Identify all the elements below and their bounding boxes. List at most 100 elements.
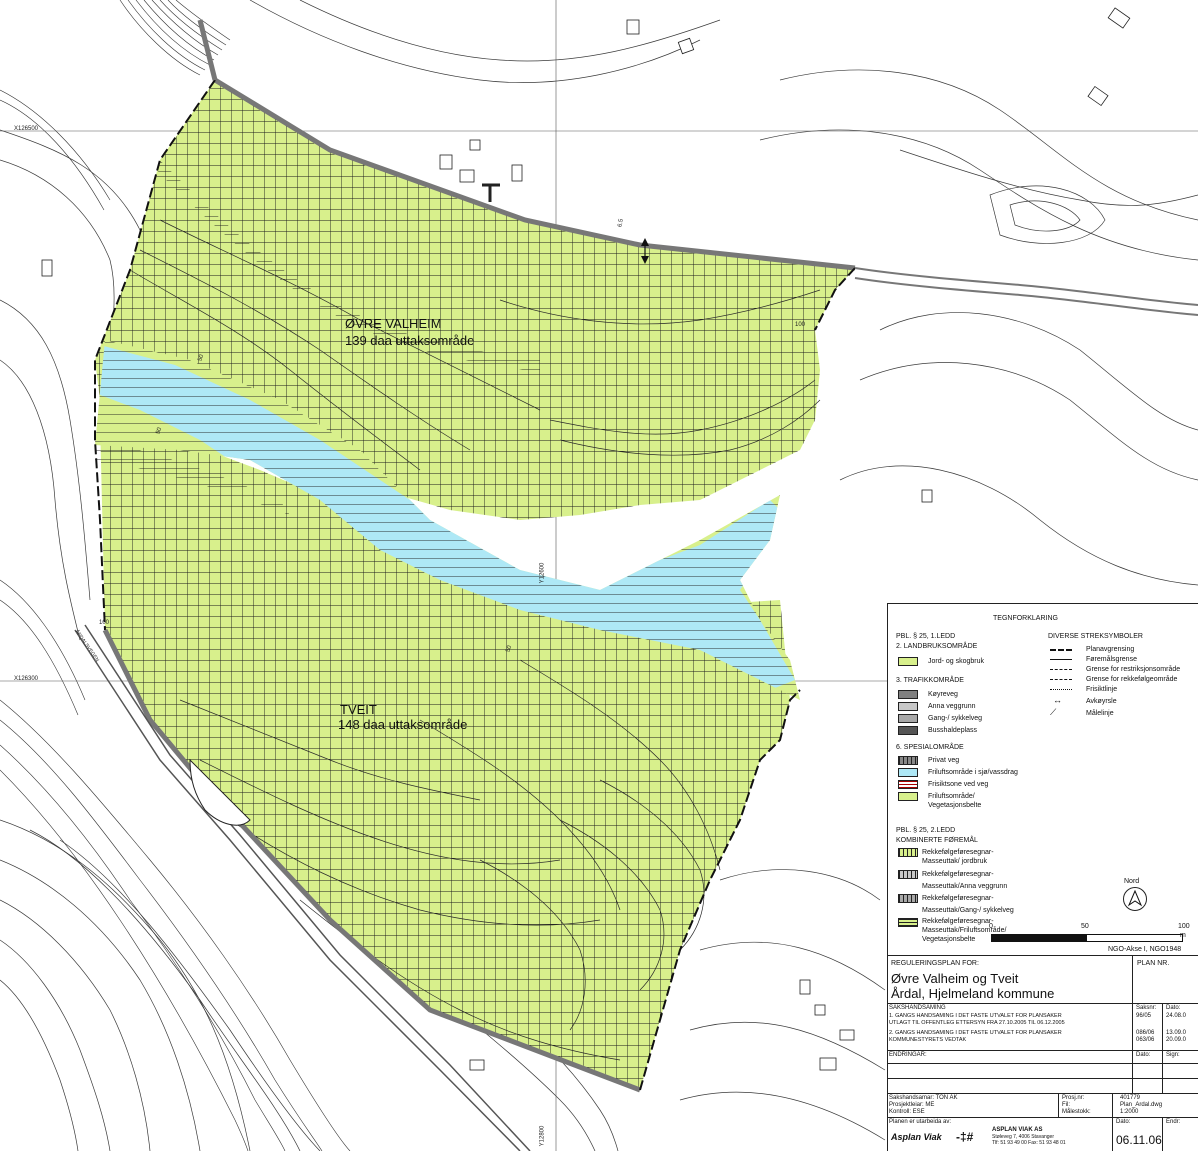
legend-group-title: DIVERSE STREKSYMBOLER xyxy=(1048,633,1143,640)
title-block-divider xyxy=(887,1003,1198,1004)
legend-title: TEGNFORKLARING xyxy=(993,615,1058,622)
legend-item: Masseuttak/Anna veggrunn xyxy=(922,883,1008,890)
process-nr: 96/05 xyxy=(1136,1013,1152,1019)
legend-item: Køyreveg xyxy=(928,691,958,698)
scale-label: 0 xyxy=(989,923,993,930)
area-size-tveit: 148 daa uttaksområde xyxy=(338,717,468,732)
area-name-tveit: TVEIT xyxy=(340,702,377,717)
kontroll: Kontroll: ESE xyxy=(889,1109,925,1115)
divider xyxy=(1162,1063,1163,1093)
title-block-divider xyxy=(887,1117,1198,1118)
legend-swatch xyxy=(898,780,918,789)
title-block-divider xyxy=(887,1050,1198,1051)
divider xyxy=(1058,1093,1059,1117)
process-nr: 063/06 xyxy=(1136,1037,1155,1043)
measure-line-icon: ⟋ xyxy=(1050,707,1057,717)
malestokk-label: Målestokk: xyxy=(1062,1109,1091,1115)
legend-swatch xyxy=(898,792,918,801)
legend: TEGNFORKLARING PBL. § 25, 1.LEDD 2. LAND… xyxy=(887,603,1198,1151)
legend-item: Privat veg xyxy=(928,757,960,764)
prosjektleiar: Prosjektleiar: ME xyxy=(889,1102,935,1108)
process-row: 1. GANGS HANDSAMING I DET FASTE UTVALET … xyxy=(889,1013,1062,1019)
divider xyxy=(1132,1003,1133,1063)
datum-label: NGO-Akse I, NGO1948 xyxy=(1108,946,1182,953)
legend-item: Frisiktlinje xyxy=(1086,686,1118,693)
dato-label: Dato: xyxy=(1136,1052,1151,1058)
divider xyxy=(1112,1093,1113,1151)
prosjnr: 401779 xyxy=(1120,1095,1141,1101)
legend-swatch xyxy=(898,714,918,723)
process-date: 13.09.0 xyxy=(1166,1030,1187,1036)
date-label: Dato: xyxy=(1116,1119,1131,1125)
legend-item: Grense for restriksjonsområde xyxy=(1086,666,1181,673)
company-address: Støleveg 7, 4006 Stavanger xyxy=(992,1134,1054,1140)
north-arrow-icon xyxy=(1123,887,1147,911)
legend-item: Grense for rekkefølgeområde xyxy=(1086,676,1178,683)
legend-swatch xyxy=(898,690,918,699)
process-nr: 086/06 xyxy=(1136,1030,1155,1036)
area-name-ovre-valheim: ØVRE VALHEIM xyxy=(345,316,442,331)
malestokk: 1:2000 xyxy=(1120,1109,1139,1115)
legend-item: Masseuttak/ jordbruk xyxy=(922,858,987,865)
legend-section-title: PBL. § 25, 2.LEDD xyxy=(896,827,956,834)
plan-name: Øvre Valheim og Tveit xyxy=(891,971,1019,986)
legend-swatch xyxy=(898,894,918,903)
fil-label: Fil: xyxy=(1062,1102,1070,1108)
legend-item: Busshaldeplass xyxy=(928,727,978,734)
legend-group-title: 3. TRAFIKKOMRÅDE xyxy=(896,677,964,684)
plan-for-label: REGULERINGSPLAN FOR: xyxy=(891,960,979,967)
company-name: ASPLAN VIAK AS xyxy=(992,1127,1043,1133)
process-row: KOMMUNESTYRETS VEDTAK xyxy=(889,1037,967,1043)
scale-bar xyxy=(991,934,1183,942)
divider xyxy=(1132,1063,1133,1093)
title-block-divider xyxy=(887,1093,1198,1094)
hatched-strips xyxy=(95,160,540,515)
legend-line xyxy=(1050,669,1072,670)
legend-item: Jord- og skogbruk xyxy=(928,658,985,665)
legend-swatch xyxy=(898,726,918,735)
legend-item: Gang-/ sykkelveg xyxy=(928,715,983,722)
legend-swatch xyxy=(898,918,918,927)
legend-item: Friluftsområde/ xyxy=(928,793,975,800)
saksbehandling-label: SAKSHANDSAMING xyxy=(889,1005,946,1011)
coord-label: X126300 xyxy=(14,676,39,682)
coord-label: Y12600 xyxy=(539,562,546,584)
title-block-divider xyxy=(887,955,1198,956)
dato-label: Dato: xyxy=(1166,1005,1181,1011)
legend-item: Masseuttak/Gang-/ sykkelveg xyxy=(922,907,1014,914)
divider xyxy=(1162,1003,1163,1063)
plan-nr-label: PLAN NR. xyxy=(1137,960,1170,967)
legend-swatch xyxy=(898,848,918,857)
process-row: 2. GANGS HANDSAMING I DET FASTE UTVALET … xyxy=(889,1030,1062,1036)
utarbeidd-label: Planen er utarbeida av: xyxy=(889,1119,952,1125)
process-date: 20.09.0 xyxy=(1166,1037,1187,1043)
area-size-ovre-valheim: 139 daa uttaksområde xyxy=(345,333,475,348)
title-block-divider xyxy=(887,1078,1198,1079)
municipality: Årdal, Hjelmeland kommune xyxy=(891,986,1055,1001)
legend-swatch xyxy=(898,702,918,711)
legend-item: Målelinje xyxy=(1086,710,1114,717)
divider xyxy=(1132,955,1133,1003)
legend-section-title: PBL. § 25, 1.LEDD xyxy=(896,633,956,640)
north-label: Nord xyxy=(1124,878,1140,885)
legend-item: Anna veggrunn xyxy=(928,703,976,710)
contour-label: 100 xyxy=(99,620,110,626)
legend-swatch xyxy=(898,768,918,777)
legend-group-title: KOMBINERTE FØREMÅL xyxy=(896,837,978,844)
plan-date: 06.11.06 xyxy=(1116,1133,1162,1147)
legend-item: Frisiktsone ved veg xyxy=(928,781,989,788)
scale-label: 100 xyxy=(1178,923,1190,930)
legend-item: Rekkefølgeføresegnar- xyxy=(922,849,994,856)
prosjnr-label: Prosj.nr: xyxy=(1062,1095,1085,1101)
legend-item: Rekkefølgeføresegnar- xyxy=(922,871,994,878)
legend-line xyxy=(1050,679,1072,680)
legend-item: Rekkefølgeføresegnar- xyxy=(922,895,994,902)
scale-unit: m xyxy=(1180,932,1186,939)
legend-group-title: 6. SPESIALOMRÅDE xyxy=(896,744,964,751)
legend-item: Masseuttak/Friluftsområde/ xyxy=(922,927,1007,934)
process-row: UTLAGT TIL OFFENTLEG ETTERSYN FRA 27.10.… xyxy=(889,1020,1065,1026)
contour-label: 100 xyxy=(795,322,806,328)
